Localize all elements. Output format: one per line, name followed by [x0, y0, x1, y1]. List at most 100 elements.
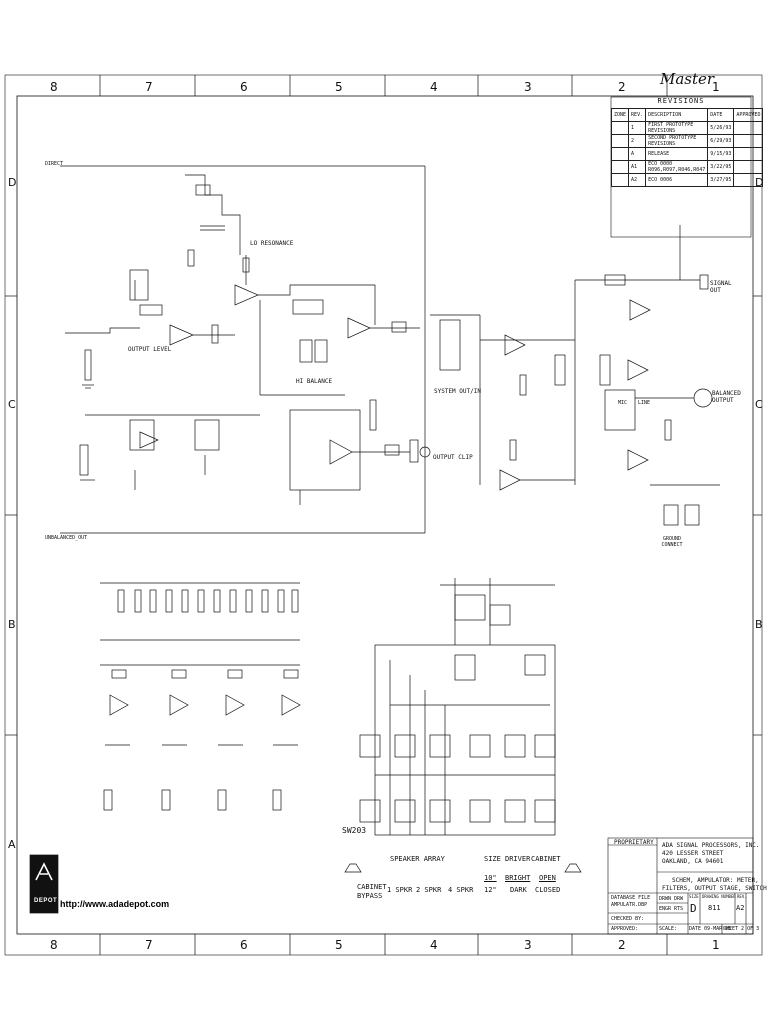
label-output-clip: OUTPUT CLIP: [433, 454, 473, 461]
tb-size-label: SIZE: [689, 894, 699, 899]
legend-speaker-array: SPEAKER ARRAY: [390, 855, 445, 863]
tb-engr-label: ENGR: [659, 906, 672, 912]
rev-header-rev: REV.: [628, 108, 647, 122]
inner-frame: [16, 95, 754, 935]
legend-symbols: [344, 863, 582, 873]
rev-header-date: DATE: [707, 108, 735, 122]
zone-row-c-left: C: [8, 398, 16, 411]
logo-text: DEPOT: [34, 898, 58, 904]
zone-row-b-left: B: [8, 618, 16, 631]
rev-desc: RELEASE: [645, 147, 709, 161]
rev-id: A: [628, 147, 647, 161]
zone-col-3-bottom: 3: [524, 938, 532, 952]
tb-street: 420 LESSER STREET: [662, 850, 724, 857]
label-system-out-in: SYSTEM OUT/IN: [434, 388, 481, 395]
rev-date: 9/15/93: [707, 147, 735, 161]
rev-id: A1: [628, 160, 647, 174]
legend-driver: DRIVER: [505, 855, 531, 863]
tb-database-file: DATABASE FILE: [611, 895, 651, 901]
legend-closed: CLOSED: [535, 886, 561, 894]
rev-header-zone: ZONE: [610, 108, 630, 122]
legend-4-spkr: 4 SPKR: [448, 886, 474, 894]
outer-frame: [4, 74, 763, 956]
zone-ticks-sides: [5, 295, 762, 736]
tb-size-value: D: [690, 902, 697, 915]
tb-sheet: SHEET 2 OF 3: [723, 926, 760, 932]
legend-size: SIZE: [484, 855, 501, 863]
label-ground-connect: GROUND CONNECT: [661, 536, 683, 548]
label-mic: MIC: [618, 400, 628, 406]
zone-col-7-top: 7: [145, 80, 153, 94]
revisions-header-row: ZONE REV. DESCRIPTION DATE APPROVED: [610, 108, 764, 122]
hi-balance-stage: [258, 284, 420, 396]
rev-date: 3/27/95: [707, 173, 735, 187]
rev-desc: SECOND PROTOTYPE REVISIONS: [645, 134, 709, 148]
filter-bank: [100, 582, 301, 811]
zone-col-4-bottom: 4: [430, 938, 438, 952]
tb-drawing-number: 811: [708, 904, 721, 912]
zone-col-8-top: 8: [50, 80, 58, 94]
rev-id: 2: [628, 134, 647, 148]
tb-scale: SCALE:: [659, 926, 678, 932]
label-direct: DIRECT: [45, 161, 64, 167]
legend-1-spkr: 1 SPKR: [387, 886, 413, 894]
direct-bus: [60, 165, 426, 534]
zone-col-4-top: 4: [430, 80, 438, 94]
legend-size-12: 12": [484, 886, 497, 894]
ada-logo: [29, 854, 59, 914]
tb-approved: APPROVED:: [611, 926, 639, 932]
legend-cabinet-header: CABINET: [531, 855, 561, 863]
output-clip-stage: [289, 399, 431, 505]
legend-size-10: 10": [484, 874, 497, 882]
tb-engr-by: RTS: [674, 906, 684, 912]
tb-title-line1: SCHEM, AMPULATOR: METER,: [672, 877, 759, 884]
legend-bypass: BYPASS: [357, 892, 383, 900]
tb-proprietary: PROPRIETARY: [614, 839, 654, 846]
lower-left-meters: [79, 414, 260, 490]
zone-row-d-left: D: [8, 176, 17, 189]
rev-desc: ECO 0006: [645, 173, 709, 187]
tb-rev-value: A2: [736, 904, 745, 912]
tb-checked-by: CHECKED BY:: [611, 916, 645, 922]
legend-cabinet: CABINET: [357, 883, 387, 891]
zone-row-c-right: C: [755, 398, 763, 411]
zone-col-1-top: 1: [712, 80, 720, 94]
zone-col-5-bottom: 5: [335, 938, 343, 952]
tb-drawing-number-label: DRAWING NUMBER: [702, 894, 736, 899]
revisions-title: REVISIONS: [657, 97, 705, 105]
output-level-stage: [65, 269, 235, 389]
master-stamp: Master: [660, 70, 715, 88]
label-balanced-output: BALANCED OUTPUT: [712, 390, 741, 404]
tb-drwn-by: DRW: [674, 896, 684, 902]
legend-dark: DARK: [510, 886, 527, 894]
rev-date: 3/22/95: [707, 160, 735, 174]
zone-ticks-top: [99, 75, 668, 96]
balanced-output-stage: [574, 225, 720, 526]
legend-2-spkr: 2 SPKR: [416, 886, 442, 894]
zone-col-2-bottom: 2: [618, 938, 626, 952]
tb-rev-label: REV.: [737, 894, 747, 899]
zone-col-7-bottom: 7: [145, 938, 153, 952]
tb-company: ADA SIGNAL PROCESSORS, INC.: [662, 842, 760, 849]
tb-drwn-label: DRWN: [659, 896, 672, 902]
zone-row-a-left: A: [8, 838, 16, 851]
rev-header-desc: DESCRIPTION: [645, 108, 709, 122]
title-block-frame: [607, 837, 754, 935]
label-unbalanced-out: UNBALANCED_OUT: [45, 535, 88, 541]
lo-resonance-stage: [185, 174, 259, 306]
zone-col-5-top: 5: [335, 80, 343, 94]
website-link[interactable]: http://www.adadepot.com: [60, 899, 170, 909]
tb-city: OAKLAND, CA 94601: [662, 858, 724, 865]
rev-id: 1: [628, 121, 647, 135]
zone-col-3-top: 3: [524, 80, 532, 94]
rev-desc: ECO 0000 R096,R097,R046,R047: [645, 160, 709, 174]
zone-ticks-bottom: [99, 934, 668, 955]
rev-desc: FIRST PROTOTYPE REVISIONS: [645, 121, 709, 135]
